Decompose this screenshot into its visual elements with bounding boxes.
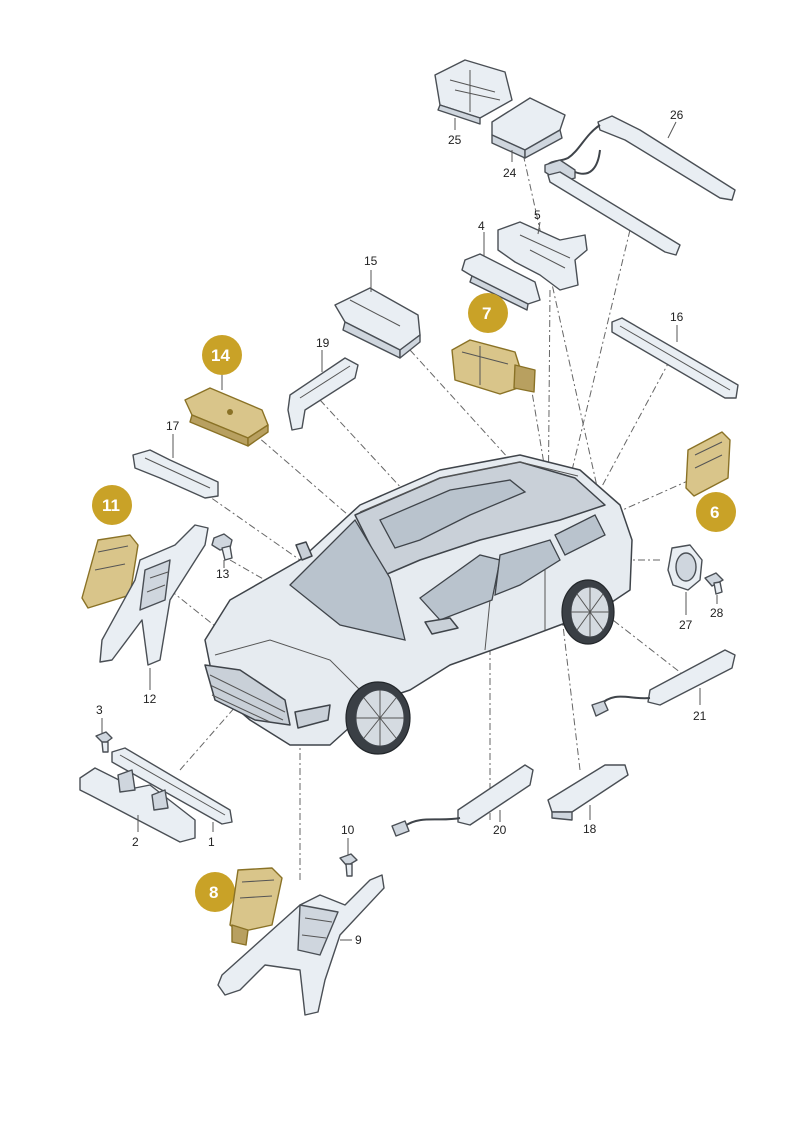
part-7-module-highlighted [451, 339, 536, 395]
label-17: 17 [166, 419, 180, 433]
badge-11 [92, 485, 132, 525]
label-24: 24 [503, 166, 517, 180]
part-28-bolt [704, 572, 724, 595]
badge-14-label: 14 [211, 346, 230, 365]
label-9: 9 [355, 933, 362, 947]
label-20: 20 [493, 823, 507, 837]
part-2-bracket [79, 767, 196, 843]
label-21: 21 [693, 709, 707, 723]
label-2: 2 [132, 835, 139, 849]
part-6-module-highlighted [685, 431, 731, 497]
part-4-bracket [461, 253, 541, 311]
badge-6 [696, 492, 736, 532]
part-5-bracket [497, 221, 588, 291]
part-9-bracket [217, 874, 385, 1016]
part-13-bolt [211, 533, 233, 561]
label-1: 1 [208, 835, 215, 849]
part-21-sensor [591, 649, 736, 717]
part-18-block [547, 764, 629, 821]
badge-8 [195, 872, 235, 912]
label-16: 16 [670, 310, 684, 324]
label-25: 25 [448, 133, 462, 147]
badge-6-label: 6 [710, 503, 719, 522]
part-10-bolt [339, 853, 358, 877]
badge-14 [202, 335, 242, 375]
badge-11-label: 11 [102, 496, 120, 515]
label-26: 26 [670, 108, 684, 122]
label-28: 28 [710, 606, 724, 620]
part-27-speaker [667, 544, 703, 591]
part-12-bracket [99, 524, 209, 666]
part-3-bolt [95, 731, 113, 753]
label-18: 18 [583, 822, 597, 836]
label-27: 27 [679, 618, 693, 632]
label-3: 3 [96, 703, 103, 717]
part-8-module-highlighted [229, 867, 283, 946]
part-25-bracket [434, 59, 513, 125]
badge-7 [468, 293, 508, 333]
label-12: 12 [143, 692, 157, 706]
part-14-module-highlighted [184, 387, 269, 447]
label-10: 10 [341, 823, 355, 837]
part-17-bracket [132, 449, 219, 499]
label-5: 5 [534, 208, 541, 222]
label-15: 15 [364, 254, 378, 268]
part-19-bracket [287, 357, 359, 431]
label-4: 4 [478, 219, 485, 233]
part-15-control-unit [334, 287, 421, 359]
badge-8-label: 8 [209, 883, 218, 902]
label-13: 13 [216, 567, 230, 581]
label-19: 19 [316, 336, 330, 350]
car-illustration [204, 454, 633, 755]
part-1-bracket [111, 747, 233, 825]
part-26-antenna [544, 115, 736, 256]
part-16-rail [611, 317, 739, 399]
part-24-module [491, 97, 566, 159]
part-20-sensor [391, 764, 534, 837]
badge-7-label: 7 [482, 304, 491, 323]
